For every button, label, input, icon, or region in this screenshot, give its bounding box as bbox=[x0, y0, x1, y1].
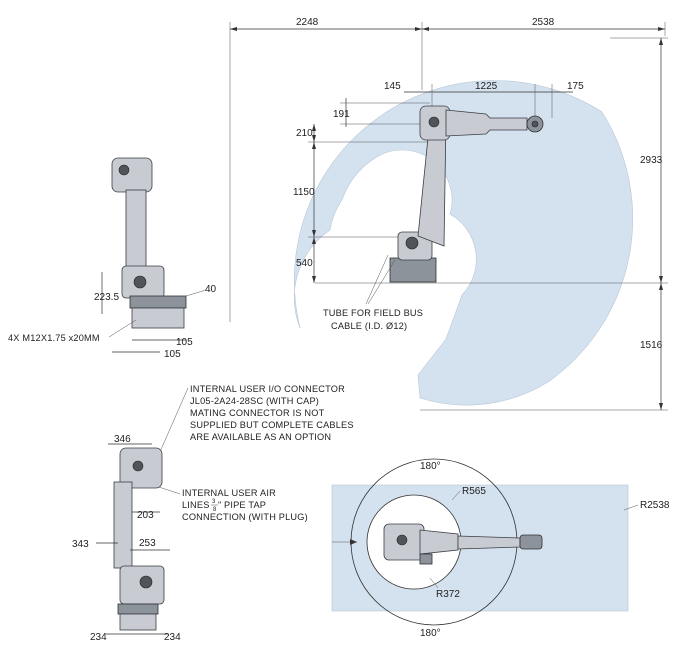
cable-note-line2: CABLE (I.D. Ø12) bbox=[331, 321, 407, 331]
io-note-line4: SUPPLIED BUT COMPLETE CABLES bbox=[190, 420, 354, 430]
radius-565: R565 bbox=[462, 486, 486, 497]
dim-540: 540 bbox=[296, 258, 313, 269]
robot-side bbox=[365, 105, 544, 305]
air-note-line3: CONNECTION (WITH PLUG) bbox=[182, 512, 308, 522]
radius-372: R372 bbox=[436, 589, 460, 600]
cable-note-line1: TUBE FOR FIELD BUS bbox=[323, 308, 423, 318]
robot-front bbox=[111, 157, 187, 329]
io-note-line1: INTERNAL USER I/O CONNECTOR bbox=[190, 384, 345, 394]
air-note-line1: INTERNAL USER AIR bbox=[182, 488, 276, 498]
air-note-line2-start: LINES bbox=[182, 500, 210, 510]
dim-346: 346 bbox=[114, 434, 131, 445]
dim-1225: 1225 bbox=[475, 81, 498, 92]
front-view: 223.5 40 105 105 4X M12X1.75 x20MM bbox=[8, 157, 217, 360]
side-work-envelope bbox=[293, 80, 633, 406]
robot-rear bbox=[113, 447, 165, 631]
robot-top bbox=[383, 523, 543, 565]
air-frac-den: 8 bbox=[213, 507, 217, 513]
rear-view: INTERNAL USER I/O CONNECTOR JL05-2A24-28… bbox=[72, 384, 354, 643]
top-view: 180° 180° R565 R2538 R372 bbox=[331, 458, 670, 639]
io-note-line5: ARE AVAILABLE AS AN OPTION bbox=[190, 432, 331, 442]
dim-2248: 2248 bbox=[296, 17, 319, 28]
dim-253: 253 bbox=[139, 538, 156, 549]
io-note-line3: MATING CONNECTOR IS NOT bbox=[190, 408, 325, 418]
dim-191: 191 bbox=[333, 109, 350, 120]
dim-343: 343 bbox=[72, 539, 89, 550]
radius-2538: R2538 bbox=[640, 500, 670, 511]
dim-1150: 1150 bbox=[293, 187, 315, 198]
dim-175: 175 bbox=[567, 81, 584, 92]
dim-105-b: 105 bbox=[164, 349, 181, 360]
dim-223-5: 223.5 bbox=[94, 292, 119, 303]
dim-234-b: 234 bbox=[164, 632, 181, 643]
dim-203: 203 bbox=[137, 510, 154, 521]
air-note-line2-end: PIPE TAP bbox=[224, 500, 266, 510]
dim-145: 145 bbox=[384, 81, 401, 92]
dim-105-a: 105 bbox=[176, 337, 193, 348]
io-note-line2: JL05-2A24-28SC (WITH CAP) bbox=[190, 396, 319, 406]
dim-234-a: 234 bbox=[90, 632, 107, 643]
angle-180-bottom: 180° bbox=[420, 628, 441, 639]
bolt-note: 4X M12X1.75 x20MM bbox=[8, 333, 100, 343]
dim-2538: 2538 bbox=[532, 17, 555, 28]
dim-2933: 2933 bbox=[640, 155, 663, 166]
dim-40: 40 bbox=[205, 284, 217, 295]
air-frac-unit: " bbox=[218, 500, 221, 510]
dim-1516: 1516 bbox=[640, 340, 663, 351]
side-view: 2248 2538 145 1225 175 191 210 1150 540 bbox=[229, 17, 668, 411]
angle-180-top: 180° bbox=[420, 461, 441, 472]
dim-210: 210 bbox=[296, 128, 313, 139]
air-frac-num: 3 bbox=[212, 499, 216, 505]
